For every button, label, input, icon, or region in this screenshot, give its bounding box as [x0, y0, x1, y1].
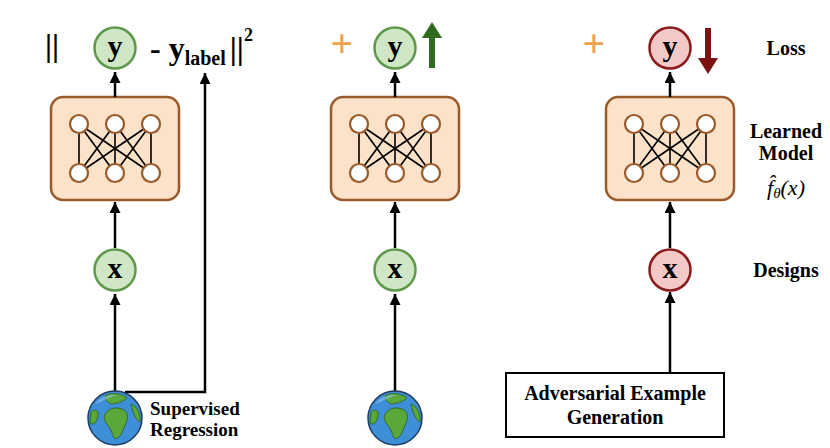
source-label: Supervised Regression: [150, 398, 262, 440]
value-circle: y: [373, 26, 417, 70]
formula-part: θ: [773, 186, 780, 201]
neural-net-box: [51, 97, 734, 200]
row-label: Learned Model: [744, 120, 828, 164]
decrease-arrow: [698, 28, 718, 74]
box-text: Adversarial Example Generation: [517, 381, 713, 429]
variable-symbol: y: [108, 31, 123, 61]
formula-part: (x): [781, 177, 805, 199]
learned-model-box: [51, 97, 179, 200]
variable-symbol: x: [388, 253, 403, 283]
earth-globe: [368, 391, 422, 445]
increase-arrow: [422, 22, 442, 68]
value-circle: y: [93, 26, 137, 70]
variable-symbol: x: [663, 253, 678, 283]
flow-arrow: [115, 72, 670, 392]
flow-arrow: [669, 292, 672, 372]
value-circle: x: [93, 248, 137, 292]
earth-globe: [88, 391, 142, 445]
learned-model-box: [331, 97, 459, 200]
process-box: Adversarial Example Generation: [505, 372, 725, 438]
formula-part: - y: [150, 32, 185, 64]
formula-part: f̂: [767, 177, 773, 199]
formula-part: ||: [230, 32, 244, 64]
value-circle: y: [648, 26, 692, 70]
row-label: Loss: [767, 37, 806, 59]
variable-symbol: y: [663, 31, 678, 61]
operator-sign: +: [331, 22, 354, 66]
row-label: Designs: [753, 259, 819, 281]
row-label: ||: [45, 28, 59, 63]
model-symbol: f̂θ(x): [767, 177, 805, 199]
value-circle: x: [373, 248, 417, 292]
formula-part: label: [185, 48, 226, 68]
learned-model-box: [606, 97, 734, 200]
loss-formula: - ylabel||2: [150, 32, 253, 64]
variable-symbol: y: [388, 31, 403, 61]
variable-symbol: x: [108, 253, 123, 283]
value-circle: x: [648, 248, 692, 292]
operator-sign: +: [583, 22, 606, 66]
formula-part: 2: [244, 26, 253, 44]
earth-icon: [88, 391, 422, 445]
